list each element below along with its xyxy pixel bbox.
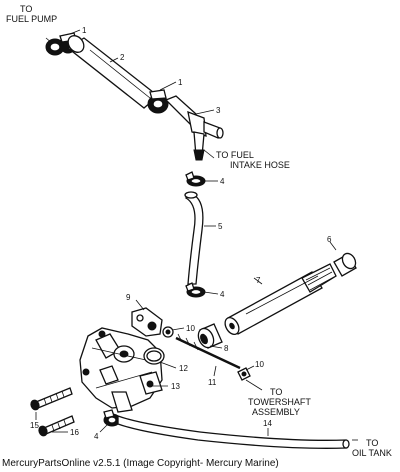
callout-10-lower[interactable]: 10 <box>255 360 264 369</box>
rod-11[interactable] <box>175 333 241 370</box>
label-to-towershaft-3: ASSEMBLY <box>252 407 300 417</box>
label-to-towershaft-2: TOWERSHAFT <box>248 397 311 407</box>
screw-15[interactable] <box>30 387 73 411</box>
callout-12[interactable]: 12 <box>179 364 188 373</box>
callout-11[interactable]: 11 <box>208 378 217 387</box>
leader-lines <box>35 29 358 441</box>
bracket-9[interactable] <box>131 307 163 337</box>
clamp-4-lower[interactable] <box>185 282 206 298</box>
screw-16[interactable] <box>38 415 75 437</box>
hose-14[interactable] <box>117 415 350 449</box>
label-to-fuel-intake-2: INTAKE HOSE <box>230 160 290 170</box>
callout-7[interactable]: 7 <box>256 276 261 285</box>
nut-10-lower[interactable] <box>237 367 251 381</box>
oil-pump-body-13[interactable] <box>79 327 163 413</box>
label-to-fuel-intake-1: TO FUEL <box>216 150 254 160</box>
clamp-1-middle[interactable] <box>147 89 169 114</box>
callout-4-bottom[interactable]: 4 <box>94 432 99 441</box>
callout-2[interactable]: 2 <box>120 53 125 62</box>
o-ring-12[interactable] <box>143 347 165 365</box>
clamp-4-upper[interactable] <box>185 171 206 187</box>
callout-4-upper[interactable]: 4 <box>220 177 225 186</box>
washer-10-upper[interactable] <box>162 326 174 338</box>
bushing-6[interactable] <box>333 251 358 277</box>
callout-13[interactable]: 13 <box>171 382 180 391</box>
label-to-oil-tank-1: TO <box>366 438 378 448</box>
callout-6[interactable]: 6 <box>327 235 332 244</box>
label-to-fuel-pump-2: FUEL PUMP <box>6 14 57 24</box>
label-to-oil-tank-2: OIL TANK <box>352 448 392 458</box>
callout-10-upper[interactable]: 10 <box>186 324 195 333</box>
tee-fitting-3[interactable] <box>164 95 224 161</box>
callout-8[interactable]: 8 <box>224 344 229 353</box>
label-to-towershaft-1: TO <box>270 387 282 397</box>
callout-3[interactable]: 3 <box>216 106 221 115</box>
hose-2[interactable] <box>65 33 160 109</box>
callout-1-top[interactable]: 1 <box>82 26 87 35</box>
callout-15[interactable]: 15 <box>30 421 39 430</box>
shaft-7[interactable] <box>222 263 337 337</box>
callout-5[interactable]: 5 <box>218 222 223 231</box>
clamp-4-bottom[interactable] <box>103 409 121 427</box>
callout-14[interactable]: 14 <box>263 419 272 428</box>
copyright-footer: MercuryPartsOnline v2.5.1 (Image Copyrig… <box>2 458 279 469</box>
callout-9[interactable]: 9 <box>126 293 131 302</box>
sleeve-8[interactable] <box>195 323 223 350</box>
callout-1-middle[interactable]: 1 <box>178 78 183 87</box>
hose-5[interactable] <box>184 191 204 285</box>
callout-4-lower[interactable]: 4 <box>220 290 225 299</box>
label-to-fuel-pump-1: TO <box>20 4 32 14</box>
callout-16[interactable]: 16 <box>70 428 79 437</box>
